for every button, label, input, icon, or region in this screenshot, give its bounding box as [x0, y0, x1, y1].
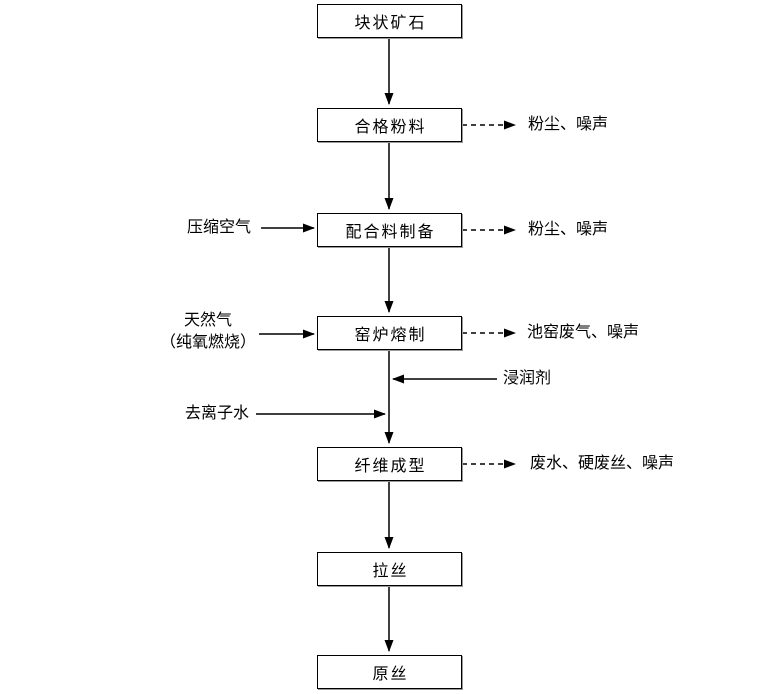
- box-qualified-powder: 合格粉料: [317, 108, 462, 142]
- box-drawing: 拉丝: [317, 552, 462, 586]
- input-label-compressed-air: 压缩空气: [187, 219, 252, 236]
- box-label: 合格粉料: [354, 119, 427, 136]
- emission-label-wastewater: 废水、硬废丝、噪声: [530, 455, 675, 472]
- emission-label-kiln-exhaust: 池窑废气、噪声: [527, 324, 640, 341]
- box-kiln-melting: 窑炉熔制: [317, 316, 462, 350]
- box-batch-preparation: 配合料制备: [317, 213, 462, 247]
- input-label-natural-gas: 天然气 （纯氧燃烧）: [157, 310, 259, 354]
- emission-arrows: [462, 120, 516, 469]
- box-label: 窑炉熔制: [354, 327, 427, 344]
- box-label: 块状矿石: [354, 15, 427, 32]
- emission-label-dust-noise-1: 粉尘、噪声: [528, 116, 609, 133]
- input-label-sizing-agent: 浸润剂: [503, 370, 552, 387]
- box-label: 拉丝: [372, 563, 409, 580]
- box-label: 原丝: [372, 666, 409, 683]
- input-label-natural-gas-line1: 天然气: [183, 312, 232, 329]
- input-label-deionized-water: 去离子水: [185, 405, 250, 422]
- box-label: 配合料制备: [345, 224, 436, 241]
- input-arrows: [256, 223, 497, 419]
- box-block-ore: 块状矿石: [317, 4, 462, 38]
- box-raw-strand: 原丝: [317, 655, 462, 689]
- box-fiber-forming: 纤维成型: [317, 447, 462, 481]
- emission-label-dust-noise-2: 粉尘、噪声: [528, 221, 609, 238]
- box-label: 纤维成型: [354, 458, 427, 475]
- input-label-natural-gas-line2: （纯氧燃烧）: [159, 334, 256, 351]
